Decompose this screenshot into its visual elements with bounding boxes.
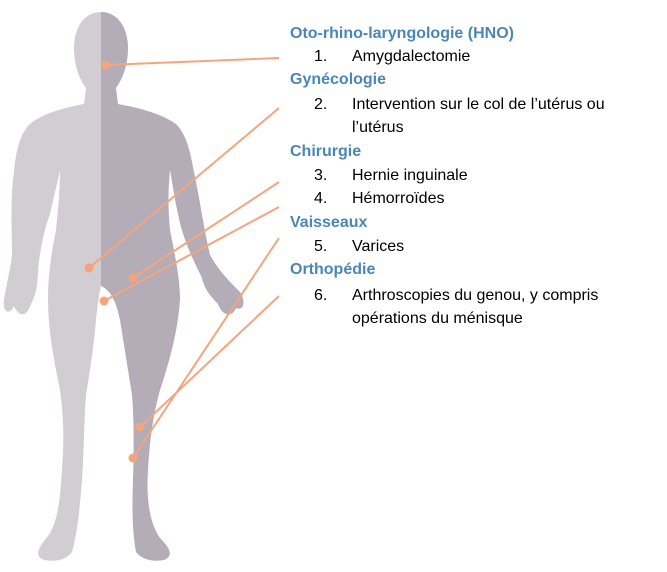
item-number: 6. [314,286,327,305]
item-label-continued: opérations du ménisque [352,309,523,328]
item-number: 4. [314,189,327,208]
category-heading-orthopedie: Orthopédie [290,260,375,279]
category-heading-gynecologie: Gynécologie [290,70,386,89]
item-label: Arthroscopies du genou, y compris [352,286,598,305]
item-number: 1. [314,47,327,66]
item-label: Varices [352,237,404,256]
category-heading-hno: Oto-rhino-laryngologie (HNO) [290,24,514,43]
item-label-continued: l’utérus [352,118,404,137]
item-label: Hémorroïdes [352,189,444,208]
item-label: Intervention sur le col de l’utérus ou [352,95,605,114]
category-heading-vaisseaux: Vaisseaux [290,213,367,232]
item-label: Amygdalectomie [352,47,470,66]
category-heading-chirurgie: Chirurgie [290,142,361,161]
item-label: Hernie inguinale [352,166,468,185]
item-number: 3. [314,166,327,185]
item-number: 5. [314,237,327,256]
item-number: 2. [314,95,327,114]
